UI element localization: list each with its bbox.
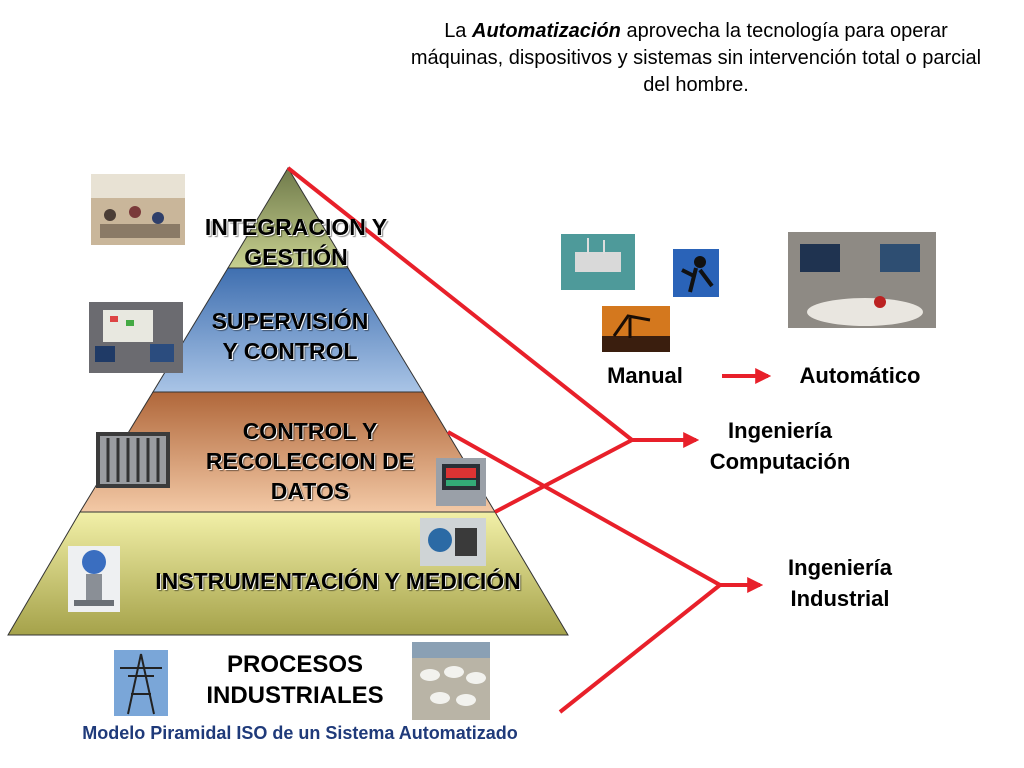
photo-power-tower bbox=[114, 650, 168, 716]
base-procesos-line1: PROCESOS bbox=[226, 651, 364, 678]
photo-valve-actuator bbox=[420, 518, 486, 566]
diagram-caption: Modelo Piramidal ISO de un Sistema Autom… bbox=[82, 723, 518, 743]
level-supervision-label: SUPERVISIÓN Y CONTROL bbox=[180, 306, 400, 366]
ingenieria-industrial-line2: Industrial bbox=[790, 586, 890, 611]
photo-automated-control-center bbox=[788, 232, 936, 328]
level-control-line1: CONTROL Y bbox=[242, 418, 378, 444]
level-supervision-line2: Y CONTROL bbox=[222, 338, 358, 364]
photo-storage-tanks bbox=[412, 642, 490, 720]
photo-pressure-transmitter bbox=[68, 546, 120, 612]
photo-oil-pumpjack bbox=[602, 306, 670, 352]
photo-panel-meter bbox=[436, 458, 486, 506]
manual-label: Manual bbox=[607, 363, 683, 388]
level-control-label: CONTROL Y RECOLECCION DE DATOS bbox=[180, 416, 440, 506]
branch-lines bbox=[286, 166, 722, 714]
level-integracion-label: INTEGRACION Y GESTIÓN bbox=[186, 212, 406, 272]
level-control-line2: RECOLECCION DE bbox=[205, 448, 415, 474]
level-control-line3: DATOS bbox=[270, 478, 350, 504]
base-procesos-label: PROCESOS INDUSTRIALES bbox=[180, 649, 410, 711]
ingenieria-computacion-line2: Computación bbox=[709, 449, 851, 474]
level-instrumentacion-label: INSTRUMENTACIÓN Y MEDICIÓN bbox=[128, 566, 548, 596]
automatico-label: Automático bbox=[799, 363, 921, 388]
level-instrumentacion-line1: INSTRUMENTACIÓN Y MEDICIÓN bbox=[155, 568, 521, 594]
photo-control-room bbox=[89, 302, 183, 373]
level-integracion-line2: GESTIÓN bbox=[244, 244, 348, 270]
ingenieria-computacion-label: Ingeniería Computación bbox=[690, 415, 870, 477]
photo-computer-lab bbox=[91, 174, 185, 245]
intro-emphasis: Automatización bbox=[472, 20, 621, 42]
intro-text-before: La bbox=[444, 20, 472, 42]
ingenieria-industrial-label: Ingeniería Industrial bbox=[760, 552, 920, 614]
photo-worker bbox=[673, 249, 719, 297]
base-procesos-line2: INDUSTRIALES bbox=[206, 682, 384, 709]
photo-plc-rack bbox=[96, 432, 170, 488]
intro-text-after: aprovecha la tecnología para operar máqu… bbox=[410, 20, 982, 96]
ingenieria-industrial-line1: Ingeniería bbox=[788, 555, 892, 580]
ingenieria-computacion-line1: Ingeniería bbox=[728, 418, 832, 443]
photo-offshore-platform bbox=[561, 234, 635, 290]
intro-text: La Automatización aprovecha la tecnologí… bbox=[400, 18, 992, 99]
level-supervision-line1: SUPERVISIÓN bbox=[211, 308, 369, 334]
level-integracion-line1: INTEGRACION Y bbox=[204, 214, 388, 240]
